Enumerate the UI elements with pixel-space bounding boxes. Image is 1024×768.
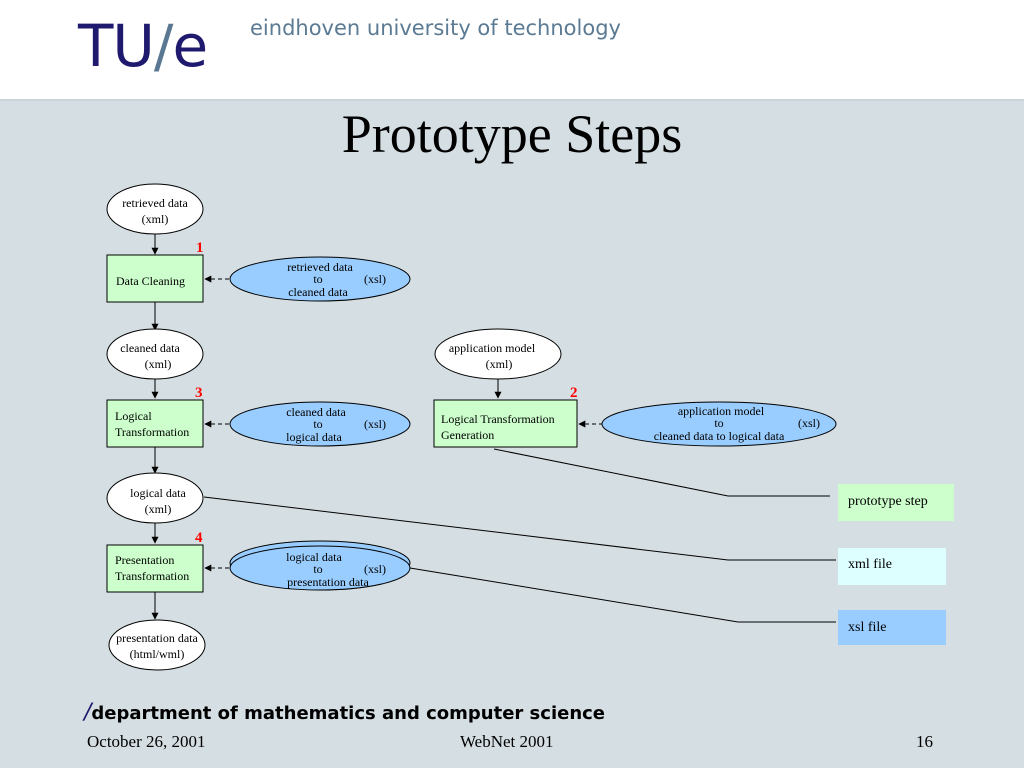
xsl-logic-to-pres-to: to [313,562,322,576]
step-box-generation: Logical Transformation Generation [433,399,578,448]
xsl-app-to-logic-top: application model [678,404,765,418]
step-box-logical: Logical Transformation [106,399,204,448]
step-number-1: 1 [196,240,204,256]
legend-connector-xsl [409,567,836,623]
xml-node-presentation-line2: (html/wml) [130,647,185,661]
header-bar: TU/e eindhoven university of technology [0,0,1024,100]
step-generation-line1: Logical Transformation [441,412,555,426]
step-generation-line2: Generation [441,428,494,442]
xsl-app-to-logic-bottom: cleaned data to logical data [654,429,785,443]
xsl-node-logic-to-pres: logical data to (xsl) presentation data [229,540,411,591]
xsl-clean-to-logic-tag: (xsl) [364,417,386,431]
footer-event: WebNet 2001 [460,732,554,751]
logo-e: e [172,12,208,80]
xsl-ret-to-clean-to: to [313,272,322,286]
step-logical-line2: Transformation [115,425,189,439]
xml-node-retrieved-line1: retrieved data [122,196,188,210]
department-name: department of mathematics and computer s… [91,703,606,724]
legend-connector-step [493,448,830,497]
xsl-app-to-logic-to: to [714,416,723,430]
footer-date: October 26, 2001 [87,732,206,751]
xml-node-logical: logical data (xml) [106,472,204,524]
slide-title: Prototype Steps [341,104,683,164]
xml-node-appmodel-line2: (xml) [486,357,513,371]
xml-node-appmodel-line1: application model [449,341,536,355]
xml-node-logical-line1: logical data [130,486,186,500]
xsl-logic-to-pres-tag: (xsl) [364,562,386,576]
xsl-logic-to-pres-bottom: presentation data [287,575,369,589]
legend-xsl-file: xsl file [838,610,946,645]
xsl-clean-to-logic-top: cleaned data [286,405,346,419]
legend-xml-file-label: xml file [848,557,892,572]
xml-node-presentation-line1: presentation data [116,631,198,645]
xml-node-retrieved: retrieved data (xml) [106,183,204,235]
step-presentation-line1: Presentation [115,553,174,567]
xsl-ret-to-clean-tag: (xsl) [364,272,386,286]
legend-xml-file: xml file [838,548,946,585]
xsl-node-ret-to-clean: retrieved data to (xsl) cleaned data [229,256,411,302]
step-logical-line1: Logical [115,409,152,423]
legend-connector-xml [203,496,836,561]
xsl-clean-to-logic-bottom: logical data [286,430,342,444]
dept-slash: / [84,700,92,725]
step-cleaning-label: Data Cleaning [116,274,185,288]
xml-node-retrieved-line2: (xml) [142,212,169,226]
xsl-ret-to-clean-bottom: cleaned data [288,285,348,299]
step-box-presentation: Presentation Transformation [106,544,204,593]
logo-tu: TU [78,12,155,80]
step-number-2: 2 [570,385,578,401]
xml-node-logical-line2: (xml) [145,502,172,516]
xsl-node-clean-to-logic: cleaned data to (xsl) logical data [229,401,411,447]
xsl-logic-to-pres-top: logical data [286,550,342,564]
legend-xsl-file-label: xsl file [848,620,887,635]
footer-page-number: 16 [916,732,933,751]
legend-prototype-step-label: prototype step [848,494,928,509]
xml-node-cleaned: cleaned data (xml) [106,328,204,380]
xml-node-presentation: presentation data (html/wml) [108,619,206,671]
header-divider [0,99,1024,101]
xml-node-cleaned-line2: (xml) [145,357,172,371]
xsl-ret-to-clean-top: retrieved data [287,260,353,274]
xml-node-cleaned-line1: cleaned data [120,341,180,355]
xsl-node-app-to-logic: application model to (xsl) cleaned data … [601,401,837,447]
step-box-cleaning: Data Cleaning [106,254,204,303]
xsl-clean-to-logic-to: to [313,417,322,431]
step-presentation-line2: Transformation [115,569,189,583]
xml-node-appmodel: application model (xml) [434,328,562,380]
step-number-3: 3 [195,385,203,401]
step-number-4: 4 [195,530,203,546]
university-name: eindhoven university of technology [250,16,621,40]
department-line: /department of mathematics and computer … [84,700,605,725]
tue-logo: TU/e [78,6,208,86]
xsl-app-to-logic-tag: (xsl) [798,416,820,430]
logo-slash: / [153,12,174,80]
legend-prototype-step: prototype step [838,484,954,521]
